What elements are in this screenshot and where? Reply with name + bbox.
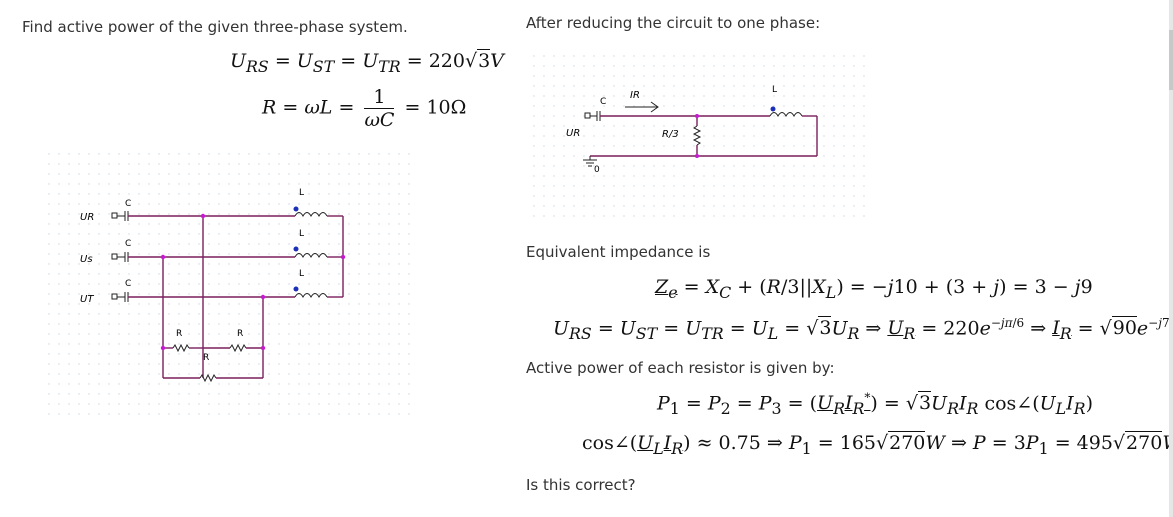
scrollbar-track[interactable] <box>1169 0 1173 517</box>
section-power-heading: Active power of each resistor is given b… <box>526 359 835 377</box>
resistor-3 <box>199 373 217 383</box>
terminal-r <box>111 212 118 219</box>
source-label-ut: UT <box>80 294 94 305</box>
equation-active-power-formula: P1 = P2 = P3 = (URIR*) = √3URIR cos∠(ULI… <box>657 391 1094 419</box>
resistor-label: R/3 <box>662 129 679 140</box>
inductor-label: L <box>772 85 777 95</box>
capacitor-label-r: C <box>125 199 131 209</box>
equation-phase-voltage-current: URS = UST = UTR = UL = √3UR ⇒ UR = 220e−… <box>553 316 1173 344</box>
terminal-t <box>111 293 118 300</box>
grid-dots <box>48 153 410 415</box>
inductor-r <box>294 212 328 218</box>
scrollbar-thumb[interactable] <box>1169 30 1173 90</box>
equation-voltages: URS = UST = UTR = 220√3V <box>230 49 504 76</box>
inductor-t <box>294 293 328 299</box>
source-label-ur: UR <box>80 212 94 223</box>
inductor-label-s: L <box>299 229 304 239</box>
ground-label: 0 <box>594 165 600 175</box>
inductor-label-t: L <box>299 269 304 279</box>
problem-statement: Find active power of the given three-pha… <box>22 18 408 36</box>
equation-active-power-result: cos∠(ULIR) ≈ 0.75 ⇒ P1 = 165√270W ⇒ P = … <box>582 431 1173 458</box>
source-label-us: Us <box>80 254 93 265</box>
single-phase-circuit: C IR L R/3 UR 0 <box>533 55 865 217</box>
resistor-2 <box>229 343 247 353</box>
resistor <box>692 125 702 146</box>
inductor-label-r: L <box>299 188 304 198</box>
equation-equivalent-impedance: Ze = XC + (R/3||XL) = −j10 + (3 + j) = 3… <box>655 276 1093 302</box>
resistor-label-2: R <box>237 329 243 339</box>
capacitor-label-s: C <box>125 239 131 249</box>
source-label: UR <box>566 128 580 139</box>
resistor-label-1: R <box>176 329 182 339</box>
three-phase-circuit: UR Us UT C L C L C L R R R <box>48 153 410 415</box>
current-label: IR <box>630 90 640 101</box>
terminal-s <box>111 253 118 260</box>
section-impedance-heading: Equivalent impedance is <box>526 243 711 261</box>
resistor-1 <box>172 343 190 353</box>
resistor-label-3: R <box>203 353 209 363</box>
inductor-s <box>294 253 328 259</box>
inductor <box>769 112 803 118</box>
capacitor-label: C <box>600 97 606 107</box>
terminal <box>584 112 591 119</box>
capacitor-label-t: C <box>125 279 131 289</box>
followup-question: Is this correct? <box>526 476 636 494</box>
section-reduce-heading: After reducing the circuit to one phase: <box>526 14 821 32</box>
